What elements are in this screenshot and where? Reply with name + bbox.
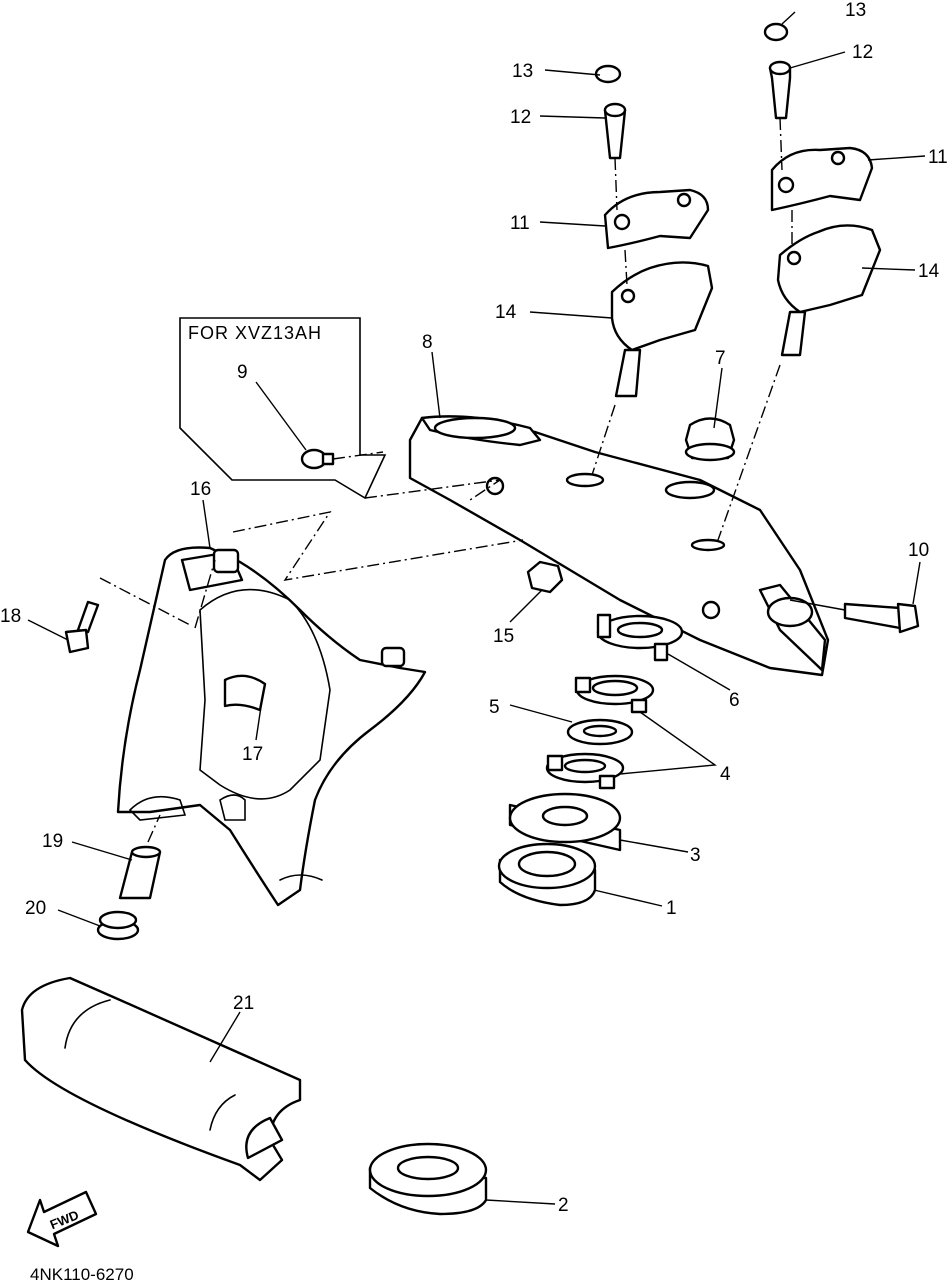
part-20-grommet <box>96 910 140 941</box>
callout-19: 19 <box>42 831 63 852</box>
callout-4: 4 <box>720 764 731 785</box>
callout-11-left: 11 <box>510 213 530 234</box>
part-15-nut <box>526 560 564 594</box>
part-10-bolt <box>843 602 920 634</box>
callout-15: 15 <box>493 626 514 647</box>
variant-inset-box: FOR XVZ13AH <box>179 317 387 500</box>
part-8-upper-bracket <box>408 415 830 677</box>
part-12-bolt-right <box>768 60 792 120</box>
callout-11-right: 11 <box>928 147 948 168</box>
callout-7: 7 <box>715 348 726 369</box>
part-4-ring-nut-lower <box>545 752 625 790</box>
dash-line-16 <box>232 510 524 581</box>
part-9-plug <box>300 448 335 470</box>
callout-20: 20 <box>25 898 46 919</box>
part-5-washer <box>566 718 634 746</box>
callout-13-left: 13 <box>512 61 533 82</box>
part-21-cover-sheet <box>20 976 302 1182</box>
callout-3: 3 <box>690 845 701 866</box>
leader-lines <box>27 11 926 1205</box>
callout-13-right: 13 <box>845 0 866 21</box>
callout-18: 18 <box>0 606 21 627</box>
part-3-dust-seal <box>508 792 622 852</box>
part-14-holder-left <box>610 261 714 398</box>
callout-10: 10 <box>908 540 929 561</box>
callout-6: 6 <box>729 690 740 711</box>
callout-21: 21 <box>233 993 254 1014</box>
callout-5: 5 <box>489 697 500 718</box>
part-7-cap-nut <box>684 417 736 462</box>
callout-17: 17 <box>242 744 263 765</box>
inset-box-title: FOR XVZ13AH <box>188 323 322 343</box>
callout-1: 1 <box>666 898 677 919</box>
part-11-clamp-left <box>603 188 710 250</box>
callout-12-right: 12 <box>852 42 873 63</box>
part-19-collar <box>118 845 162 900</box>
part-11-clamp-right <box>770 146 874 212</box>
callout-12-left: 12 <box>510 107 531 128</box>
part-2-bearing-lower <box>368 1142 488 1216</box>
part-13-cap-left <box>594 64 622 84</box>
part-14-holder-right <box>776 224 882 357</box>
part-12-bolt-left <box>603 102 627 160</box>
callout-2: 2 <box>558 1195 569 1216</box>
dash-line-9 <box>332 451 384 460</box>
callout-14-left: 14 <box>495 302 517 323</box>
diagram-code: 4NK110-6270 <box>30 1265 134 1283</box>
part-18-bolt <box>64 600 100 654</box>
callout-9: 9 <box>237 362 248 383</box>
part-4-ring-nut-upper <box>574 674 655 714</box>
part-13-cap-right <box>763 22 789 42</box>
callout-labels: 13 13 12 12 11 11 14 14 8 9 7 10 16 18 1… <box>0 0 948 1216</box>
part-16-lower-cover <box>116 546 427 907</box>
part-6-washer-tab <box>596 613 684 662</box>
callout-8: 8 <box>422 332 433 353</box>
dash-line-9b <box>364 479 501 501</box>
part-1-bearing <box>497 842 597 907</box>
part-17-damper <box>223 674 267 712</box>
fwd-arrow: FWD <box>26 1190 98 1248</box>
callout-16: 16 <box>190 479 211 500</box>
callout-14-right: 14 <box>918 261 940 282</box>
